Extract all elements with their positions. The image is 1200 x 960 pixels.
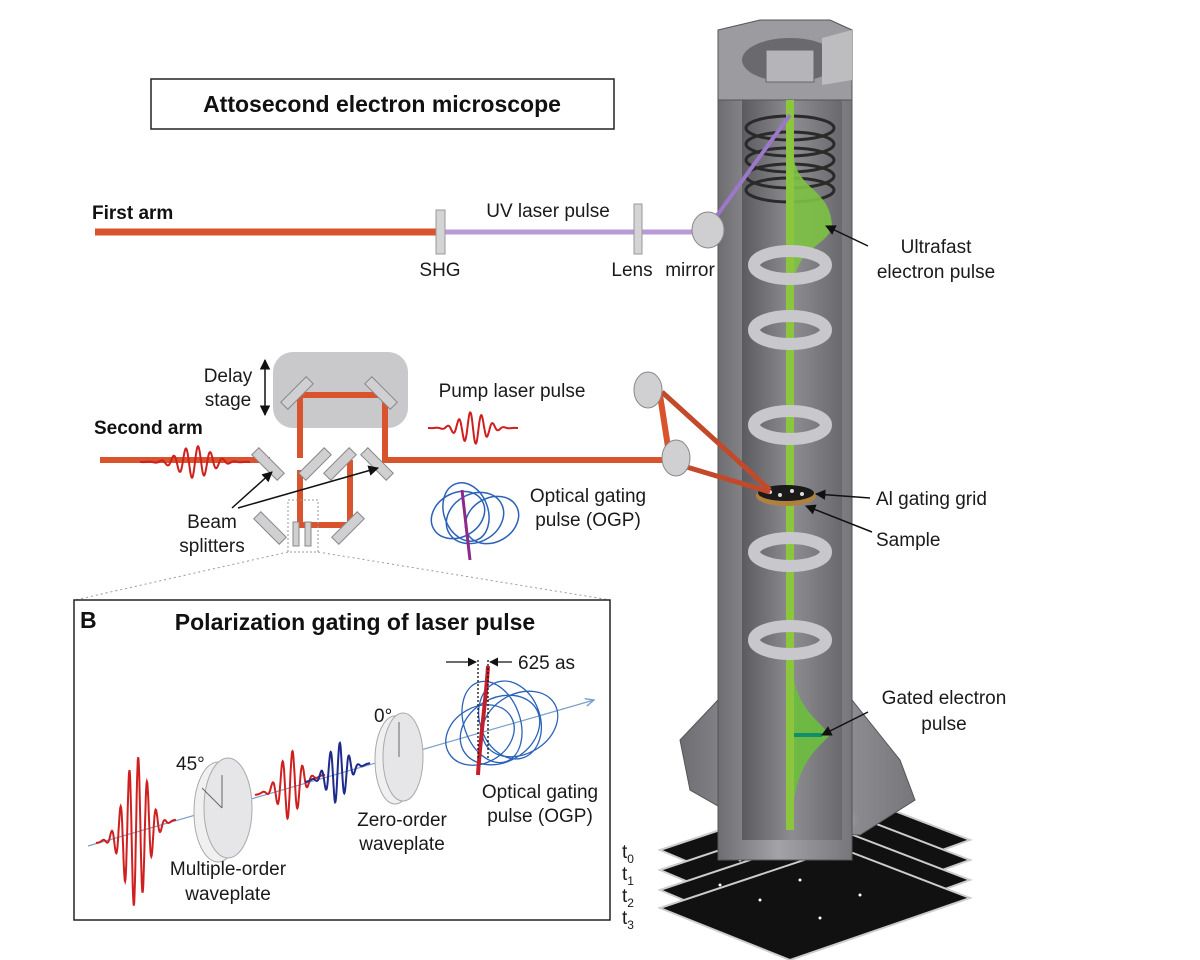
panel-b-title: Polarization gating of laser pulse [175, 609, 535, 635]
multiple-order-waveplate [193, 757, 253, 863]
label-t2: t2 [622, 886, 634, 910]
label-b-ogp-2: pulse (OGP) [487, 806, 593, 827]
pump-pulse-wave [428, 411, 518, 445]
label-zero-order-2: waveplate [358, 834, 445, 855]
lens [633, 203, 643, 255]
zero-order-waveplate [374, 712, 424, 805]
mirror-first-arm [691, 211, 725, 249]
label-gated-2: pulse [921, 714, 966, 735]
microscope-column [657, 19, 973, 960]
delay-stage [273, 352, 408, 428]
label-beam-2: splitters [179, 536, 244, 557]
label-al-gating-grid: Al gating grid [876, 489, 987, 510]
label-angle-45: 45° [176, 754, 205, 775]
annotation-arrows [231, 225, 873, 736]
label-t0: t0 [622, 842, 634, 866]
split-pulse-red-wave [254, 749, 326, 821]
label-ultrafast-2: electron pulse [877, 262, 995, 283]
label-sample: Sample [876, 530, 940, 551]
panel-b-letter: B [80, 607, 97, 633]
split-pulse-navy-wave [304, 741, 371, 805]
label-multi-order-2: waveplate [184, 884, 271, 905]
label-first-arm: First arm [92, 203, 173, 224]
label-ogp-2: pulse (OGP) [535, 510, 641, 531]
label-delay-2: stage [205, 390, 251, 411]
label-lens: Lens [611, 260, 652, 281]
main-labels: First arm UV laser pulse SHG Lens mirror… [92, 201, 1006, 735]
label-pump-laser-pulse: Pump laser pulse [439, 381, 586, 402]
input-pulse-wave [95, 757, 177, 906]
label-t1: t1 [622, 864, 634, 888]
ring-lenses [748, 245, 832, 660]
label-delay-1: Delay [204, 366, 253, 387]
shg-crystal [435, 209, 446, 255]
zoom-lines [74, 551, 611, 601]
label-multi-order-1: Multiple-order [170, 859, 287, 880]
label-ultrafast-1: Ultrafast [901, 237, 972, 258]
al-gating-grid [758, 485, 814, 501]
label-t3: t3 [622, 908, 634, 932]
duration-marker [446, 657, 512, 760]
diagram-title: Attosecond electron microscope [203, 91, 561, 117]
label-b-ogp-1: Optical gating [482, 782, 598, 803]
label-shg: SHG [419, 260, 460, 281]
label-duration: 625 as [518, 653, 575, 674]
label-gated-1: Gated electron [882, 688, 1007, 709]
label-zero-order-1: Zero-order [357, 810, 447, 831]
ogp-spiral-lower [445, 665, 559, 776]
electron-beam [786, 100, 794, 830]
ogp-spiral-upper [430, 482, 520, 561]
label-second-arm: Second arm [94, 418, 203, 439]
label-angle-0: 0° [374, 706, 392, 727]
second-arm-pulse-wave [140, 444, 250, 480]
label-beam-1: Beam [187, 512, 237, 533]
mirrors-second-arm [251, 371, 691, 545]
label-uv-laser-pulse: UV laser pulse [486, 201, 610, 222]
label-mirror: mirror [665, 260, 715, 281]
first-arm [95, 113, 792, 255]
detector-time-labels: t0 t1 t2 t3 [622, 842, 634, 932]
panel-b: B Polarization gating of laser pulse [73, 599, 611, 921]
title-box: Attosecond electron microscope [150, 78, 615, 130]
label-ogp-1: Optical gating [530, 486, 646, 507]
second-arm [100, 352, 772, 553]
